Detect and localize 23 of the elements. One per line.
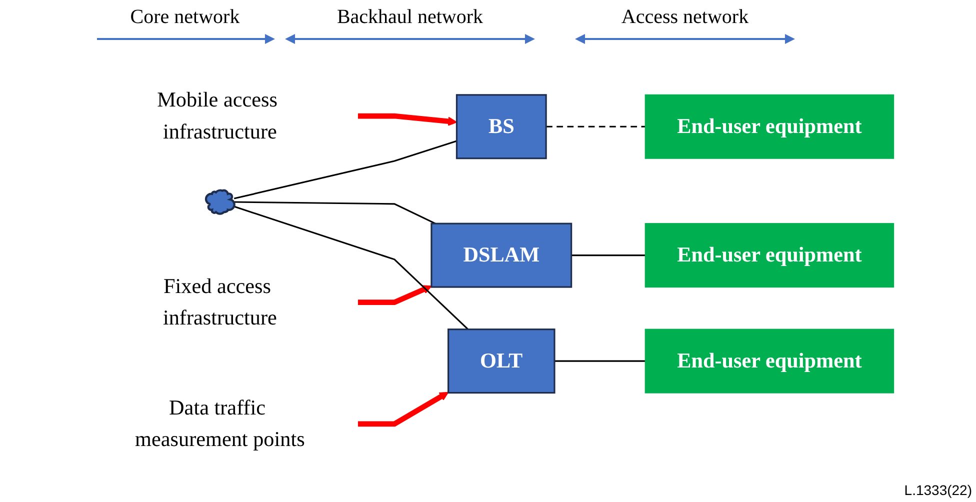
node-box: End-user equipment xyxy=(644,328,894,394)
node-box: OLT xyxy=(448,328,556,394)
node-box: End-user equipment xyxy=(644,94,894,159)
node-text: Mobile access infrastructure xyxy=(157,88,278,144)
connector xyxy=(234,201,436,224)
arrow xyxy=(357,285,432,305)
node-text: Fixed access infrastructure xyxy=(162,274,277,330)
node-box: End-user equipment xyxy=(644,223,894,288)
connector xyxy=(571,254,646,256)
connector xyxy=(554,360,646,362)
node-box: DSLAM xyxy=(430,222,572,288)
node-box: BS xyxy=(456,94,547,160)
connector xyxy=(546,126,646,128)
connector xyxy=(234,206,469,330)
section-label: Backhaul network xyxy=(336,6,484,29)
node-cloud xyxy=(204,189,236,215)
section-label: Access network xyxy=(621,6,749,29)
figure-reference: L.1333(22) xyxy=(904,482,972,498)
arrow xyxy=(357,392,449,427)
node-text: Data traffic measurement points xyxy=(135,396,305,452)
section-label: Core network xyxy=(130,6,240,29)
connector xyxy=(234,140,457,200)
arrow xyxy=(357,113,458,126)
